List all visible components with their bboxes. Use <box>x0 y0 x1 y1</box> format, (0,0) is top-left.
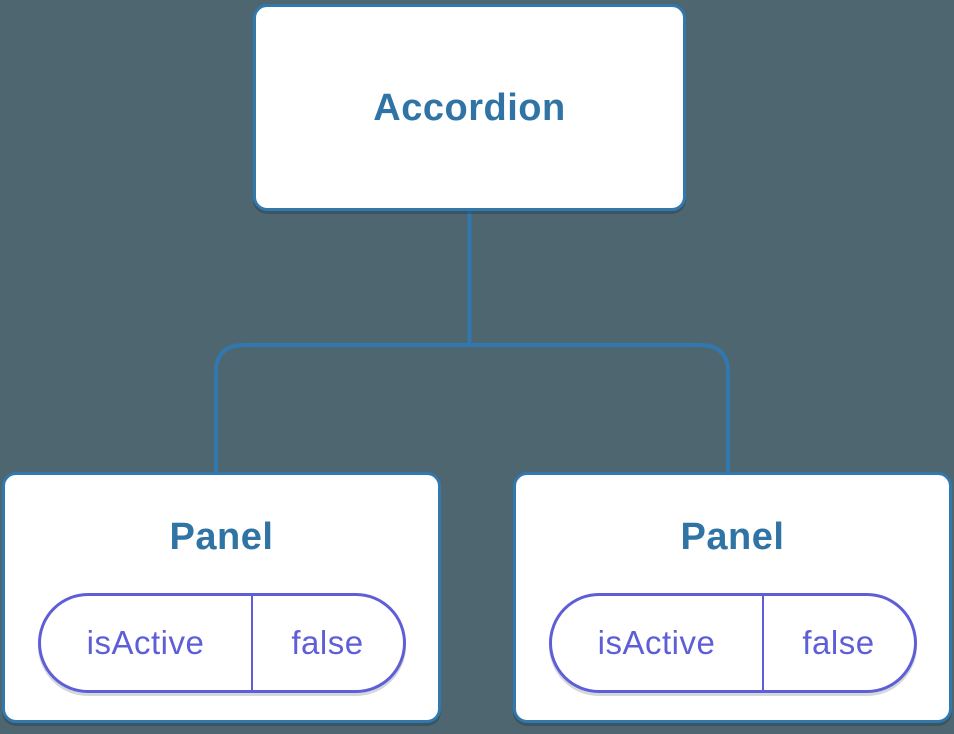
accordion-node-label: Accordion <box>373 86 566 129</box>
panel-node-label: Panel <box>169 516 274 558</box>
prop-name: isActive <box>41 596 253 690</box>
prop-pill: isActive false <box>37 593 406 693</box>
accordion-node: Accordion <box>253 4 686 211</box>
prop-name: isActive <box>552 596 764 690</box>
panel-node-left: Panel isActive false <box>2 472 441 723</box>
prop-pill: isActive false <box>548 593 917 693</box>
panel-node-label: Panel <box>680 516 785 558</box>
prop-value: false <box>802 624 875 661</box>
panel-node-right: Panel isActive false <box>513 472 952 723</box>
prop-value: false <box>291 624 364 661</box>
